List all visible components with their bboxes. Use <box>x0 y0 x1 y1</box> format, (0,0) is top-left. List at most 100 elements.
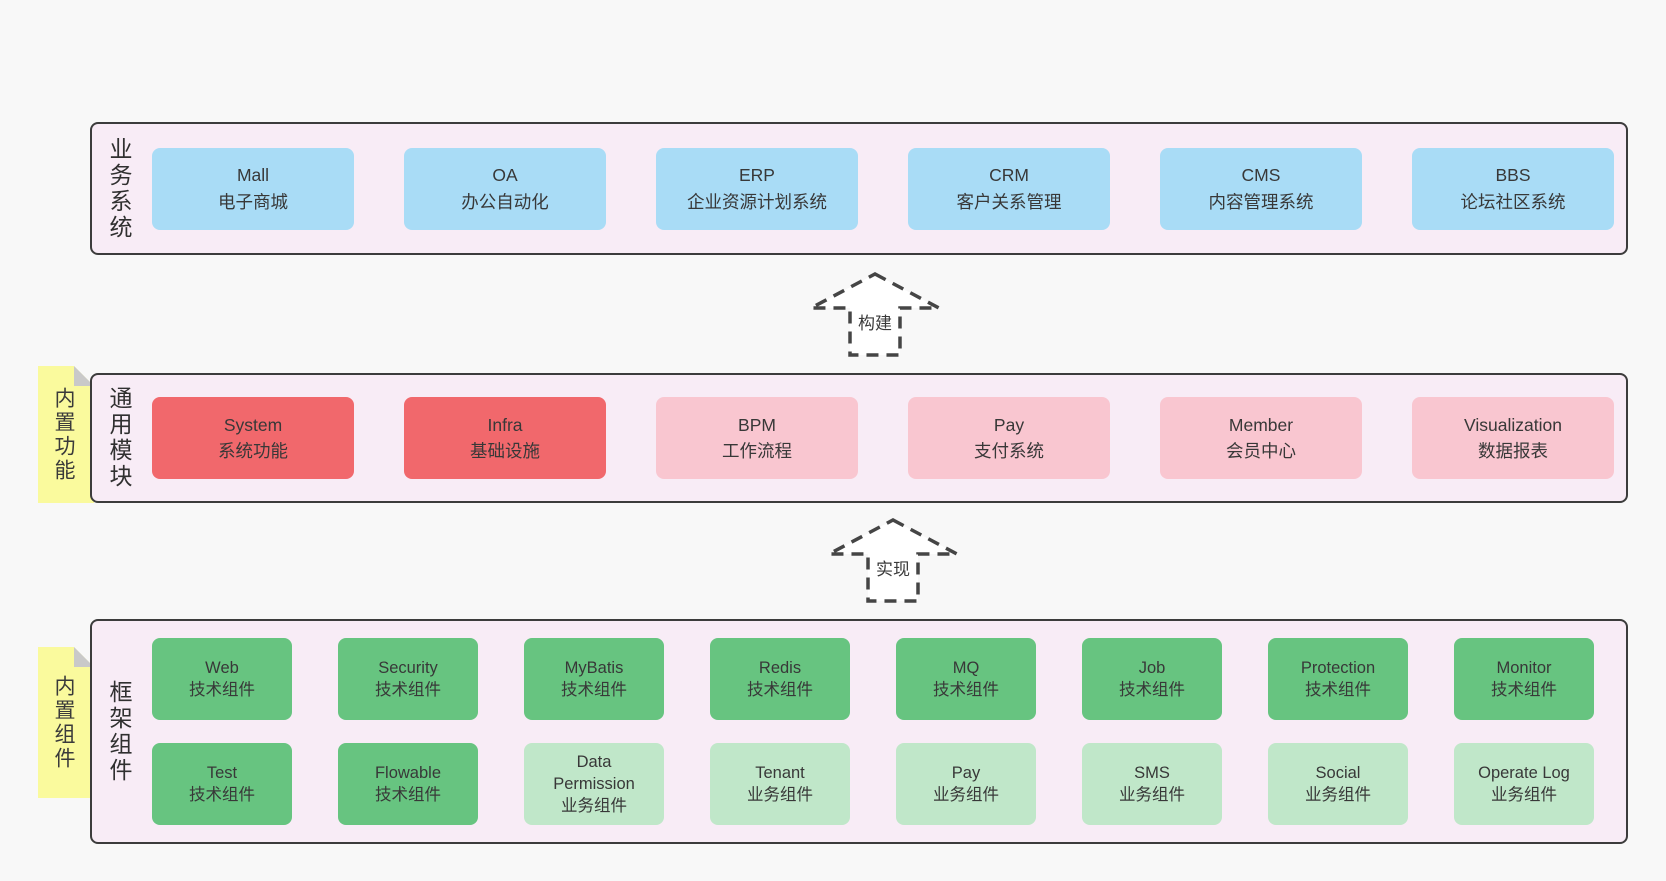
box-visualization: Visualization 数据报表 <box>1412 397 1614 479</box>
box-subtitle: 技术组件 <box>747 681 813 699</box>
arrow-implement: 实现 <box>823 518 963 603</box>
box-title: BPM <box>738 414 776 435</box>
box-title: CMS <box>1241 165 1281 186</box>
box-title: CRM <box>989 165 1029 186</box>
box-title: Mall <box>236 165 270 186</box>
box-data-permission: Data Permission 业务组件 <box>524 743 664 825</box>
box-sms: SMS 业务组件 <box>1082 743 1222 825</box>
framework-components-row-1: Web 技术组件 Security 技术组件 MyBatis 技术组件 Redi… <box>152 638 1594 720</box>
sticky-note-builtin-components: 内置组件 <box>38 647 94 798</box>
box-subtitle: 技术组件 <box>1119 681 1185 699</box>
box-subtitle: 技术组件 <box>1491 681 1557 699</box>
box-redis: Redis 技术组件 <box>710 638 850 720</box>
sticky-note-builtin-features: 内置功能 <box>38 366 94 503</box>
box-title: ERP <box>739 165 775 186</box>
box-subtitle: 内容管理系统 <box>1208 191 1314 212</box>
box-title: Member <box>1228 414 1294 435</box>
box-pay-business: Pay 业务组件 <box>896 743 1036 825</box>
band-label-business-systems: 业务系统 <box>106 136 132 241</box>
box-cms: CMS 内容管理系统 <box>1160 147 1362 230</box>
box-subtitle: 业务组件 <box>1305 786 1371 804</box>
box-subtitle: 会员中心 <box>1226 441 1296 461</box>
box-subtitle: 业务组件 <box>1119 786 1185 804</box>
box-system: System 系统功能 <box>152 397 354 479</box>
box-title: Social <box>1315 763 1361 782</box>
box-subtitle: 技术组件 <box>375 786 441 804</box>
box-subtitle: 技术组件 <box>189 786 255 804</box>
box-member: Member 会员中心 <box>1160 397 1362 479</box>
box-title: System <box>223 414 283 435</box>
box-subtitle: 系统功能 <box>218 441 288 461</box>
arrow-build-label: 构建 <box>855 308 895 335</box>
box-title: Pay <box>951 763 981 782</box>
arrow-build: 构建 <box>805 272 945 357</box>
box-mybatis: MyBatis 技术组件 <box>524 638 664 720</box>
box-title: Infra <box>487 414 523 435</box>
band-framework-components: 框架组件 Web 技术组件 Security 技术组件 MyBatis 技术组件… <box>90 619 1628 844</box>
box-title: SMS <box>1134 763 1170 782</box>
business-systems-boxes: Mall 电子商城 OA 办公自动化 ERP 企业资源计划系统 CRM 客户关系… <box>152 124 1614 253</box>
band-label-common-modules: 通用模块 <box>106 386 132 490</box>
band-business-systems: 业务系统 Mall 电子商城 OA 办公自动化 ERP 企业资源计划系统 CRM… <box>90 122 1628 255</box>
box-subtitle: 业务组件 <box>933 786 999 804</box>
box-subtitle: 基础设施 <box>470 441 540 461</box>
common-modules-boxes: System 系统功能 Infra 基础设施 BPM 工作流程 Pay 支付系统… <box>152 375 1614 501</box>
box-subtitle: 技术组件 <box>189 681 255 699</box>
box-operate-log: Operate Log 业务组件 <box>1454 743 1594 825</box>
box-title: Web <box>205 658 239 677</box>
box-title: MyBatis <box>564 658 624 677</box>
box-subtitle: 技术组件 <box>933 681 999 699</box>
box-title: Redis <box>758 658 802 677</box>
box-monitor: Monitor 技术组件 <box>1454 638 1594 720</box>
box-protection: Protection 技术组件 <box>1268 638 1408 720</box>
box-title: MQ <box>952 658 980 677</box>
box-erp: ERP 企业资源计划系统 <box>656 147 858 230</box>
box-subtitle: 论坛社区系统 <box>1460 191 1566 212</box>
box-subtitle: 技术组件 <box>375 681 441 699</box>
box-bpm: BPM 工作流程 <box>656 397 858 479</box>
box-subtitle: 电子商城 <box>218 191 288 212</box>
box-mq: MQ 技术组件 <box>896 638 1036 720</box>
box-title: Visualization <box>1464 414 1562 435</box>
box-title: Test <box>206 763 238 782</box>
box-subtitle: 客户关系管理 <box>956 191 1062 212</box>
sticky-note-label: 内置组件 <box>52 674 75 771</box>
box-subtitle: 企业资源计划系统 <box>687 191 827 212</box>
framework-components-row-2: Test 技术组件 Flowable 技术组件 Data Permission … <box>152 743 1594 825</box>
box-title: Protection <box>1300 658 1376 677</box>
box-security: Security 技术组件 <box>338 638 478 720</box>
box-subtitle: 数据报表 <box>1478 441 1548 461</box>
box-subtitle: 业务组件 <box>1491 786 1557 804</box>
arrow-implement-label: 实现 <box>873 554 913 581</box>
box-title: Security <box>378 658 438 677</box>
box-mall: Mall 电子商城 <box>152 147 354 230</box>
box-title: BBS <box>1495 165 1531 186</box>
box-infra: Infra 基础设施 <box>404 397 606 479</box>
box-title: Operate Log <box>1478 763 1570 782</box>
box-subtitle: 办公自动化 <box>461 191 549 212</box>
box-title: Tenant <box>755 763 805 782</box>
box-title: OA <box>492 165 518 186</box>
box-title: Data Permission <box>553 752 635 793</box>
box-title: Flowable <box>374 763 442 782</box>
box-subtitle: 工作流程 <box>722 441 792 461</box>
box-subtitle: 技术组件 <box>561 681 627 699</box>
box-bbs: BBS 论坛社区系统 <box>1412 147 1614 230</box>
box-subtitle: 技术组件 <box>1305 681 1371 699</box>
box-pay-system: Pay 支付系统 <box>908 397 1110 479</box>
box-crm: CRM 客户关系管理 <box>908 147 1110 230</box>
band-label-framework-components: 框架组件 <box>106 679 132 784</box>
box-oa: OA 办公自动化 <box>404 147 606 230</box>
box-title: Monitor <box>1496 658 1552 677</box>
box-subtitle: 支付系统 <box>974 441 1044 461</box>
box-subtitle: 业务组件 <box>747 786 813 804</box>
box-tenant: Tenant 业务组件 <box>710 743 850 825</box>
box-test: Test 技术组件 <box>152 743 292 825</box>
box-social: Social 业务组件 <box>1268 743 1408 825</box>
box-web: Web 技术组件 <box>152 638 292 720</box>
sticky-note-label: 内置功能 <box>52 386 75 483</box>
box-title: Job <box>1138 658 1166 677</box>
box-job: Job 技术组件 <box>1082 638 1222 720</box>
box-subtitle: 业务组件 <box>561 797 627 816</box>
